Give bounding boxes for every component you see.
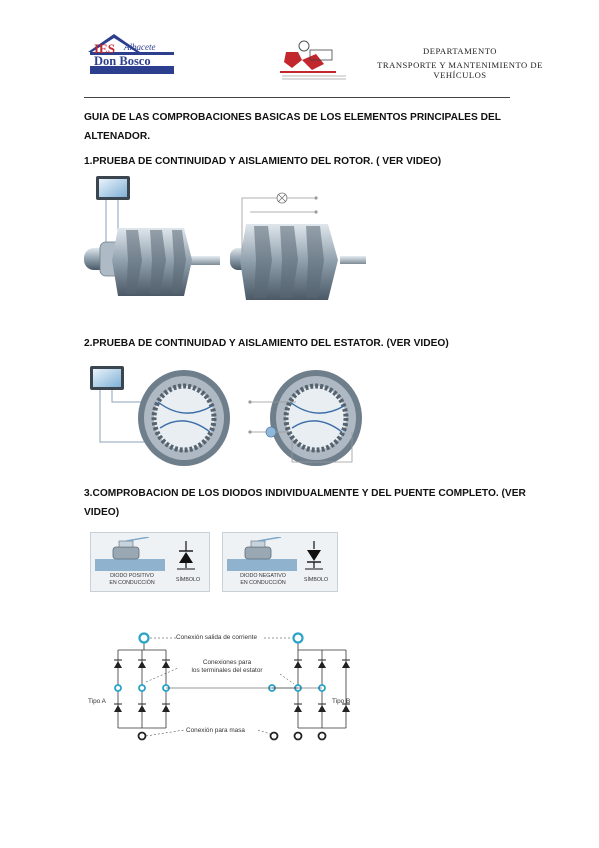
- department-heading: DEPARTAMENTO TRANSPORTE Y MANTENIMIENTO …: [355, 46, 565, 80]
- page-title-line1: GUIA DE LAS COMPROBACIONES BASICAS DE LO…: [84, 112, 501, 123]
- dept-logo: [276, 38, 356, 82]
- page-title: GUIA DE LAS COMPROBACIONES BASICAS DE LO…: [84, 109, 524, 145]
- diode-figure-positive: DIODO POSITIVO EN CONDUCCIÓN SÍMBOLO: [90, 532, 210, 592]
- school-logo-graphic: [88, 34, 174, 74]
- diode-negative-caption-line2: EN CONDUCCIÓN: [240, 579, 286, 586]
- diode-figure-negative: DIODO NEGATIVO EN CONDUCCIÓN SÍMBOLO: [222, 532, 338, 592]
- header-divider: [84, 97, 510, 98]
- logo-donbosco-text: Don Bosco: [94, 54, 151, 68]
- dept-logo-graphic: [280, 40, 346, 80]
- stator-connection-label-line1: Conexiones para: [202, 659, 252, 666]
- page-title-line2: ALTENADOR.: [84, 131, 151, 142]
- rectifier-bridge-graphic: [114, 632, 350, 741]
- diode-symbol-icon: [177, 541, 195, 570]
- type-a-label: Tipo A: [88, 698, 106, 705]
- department-line1: DEPARTAMENTO: [422, 46, 498, 56]
- section-3-heading-line2: VIDEO): [84, 507, 120, 518]
- logo-script-text: Albacete: [124, 42, 156, 52]
- rectifier-bridge-diagram: Conexión salida de corriente Conexiones …: [84, 630, 374, 745]
- diode-symbol-label: SÍMBOLO: [175, 577, 201, 583]
- school-logo: IES Albacete Don Bosco: [84, 30, 176, 78]
- diode-negative-caption-line1: DIODO NEGATIVO: [240, 573, 286, 579]
- diode-symbol-icon: [305, 541, 323, 570]
- section-3-heading-line1: 3.COMPROBACION DE LOS DIODOS INDIVIDUALM…: [84, 488, 526, 499]
- logo-ies-text: IES: [94, 41, 115, 56]
- diode-heatsink-graphic: [95, 537, 165, 571]
- section-2-heading: 2.PRUEBA DE CONTINUIDAD Y AISLAMIENTO DE…: [84, 338, 449, 349]
- department-line2: TRANSPORTE Y MANTENIMIENTO DE VEHÍCULOS: [377, 60, 543, 80]
- type-b-label: Tipo B: [332, 698, 351, 705]
- diode-symbol-label: SÍMBOLO: [303, 577, 329, 583]
- output-connection-label: Conexión salida de corriente: [176, 634, 257, 641]
- stator-connection-label-line2: los terminales del estator: [191, 667, 263, 674]
- rotor-test-figure: [82, 172, 372, 307]
- diode-positive-caption-line1: DIODO POSITIVO: [110, 573, 154, 579]
- ground-connection-label: Conexión para masa: [186, 727, 245, 734]
- diode-heatsink-graphic: [227, 537, 297, 571]
- section-1-heading: 1.PRUEBA DE CONTINUIDAD Y AISLAMIENTO DE…: [84, 156, 442, 167]
- section-3-heading: 3.COMPROBACION DE LOS DIODOS INDIVIDUALM…: [84, 485, 544, 521]
- diode-positive-caption-line2: EN CONDUCCIÓN: [109, 579, 155, 586]
- stator-test-figure: [84, 362, 374, 474]
